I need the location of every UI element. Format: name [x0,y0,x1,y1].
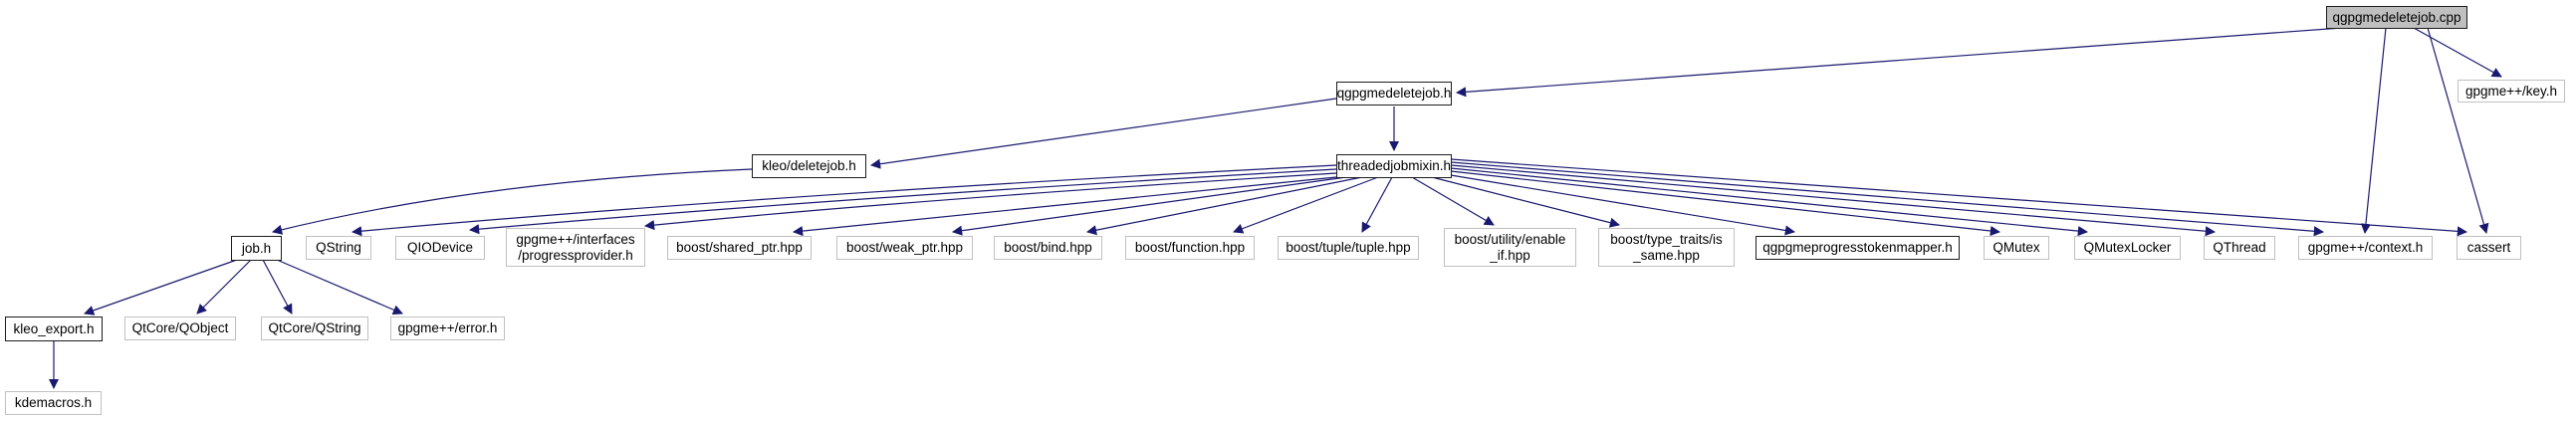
edge-threaded-issame [1431,176,1620,228]
node-gpgme-error-h: gpgme++/error.h [390,317,505,340]
node-qstring: QString [306,236,371,260]
edge-threaded-tokenmapper [1450,174,1796,236]
node-qmutex: QMutex [1984,236,2049,260]
node-qmutexlocker: QMutexLocker [2074,236,2181,260]
node-qgpgmeprogresstokenmapper-h[interactable]: qgpgmeprogresstokenmapper.h [1756,236,1960,260]
node-qtcore-qobject: QtCore/QObject [124,317,236,340]
node-qtcore-qstring: QtCore/QString [261,317,368,340]
edge-threaded-sharedptr [792,176,1337,237]
node-progressprovider-h: gpgme++/interfaces /progressprovider.h [506,228,645,267]
edge-threaded-context [1450,161,2325,237]
edge-job-error [276,259,403,316]
node-qgpgmedeletejob-cpp: qgpgmedeletejob.cpp [2326,6,2467,29]
node-boost-bind: boost/bind.hpp [994,236,1102,260]
edge-threaded-qiodevice [468,168,1337,235]
edge-threaded-function [1233,176,1379,234]
edge-cpp-context [2360,27,2387,235]
node-threadedjobmixin-h[interactable]: threadedjobmixin.h [1336,154,1452,178]
edge-threaded-qmutex [1450,170,2001,237]
edge-cpp-cassert [2427,27,2489,234]
node-qiodevice: QIODevice [395,236,485,260]
edge-threaded-cassert [1450,158,2468,237]
node-gpgme-context-h: gpgme++/context.h [2298,236,2433,260]
edge-cpp-key [2413,27,2502,78]
edge-threaded-bind [1085,176,1363,236]
node-boost-is-same: boost/type_traits/is _same.hpp [1598,228,1735,267]
edge-h-deletejob [869,98,1337,169]
edge-threaded-qstring [351,164,1337,237]
node-qgpgmedeletejob-h[interactable]: qgpgmedeletejob.h [1336,82,1452,106]
edge-threaded-qthread [1450,164,2217,237]
edge-threaded-qmutexlocker [1450,167,2089,237]
edge-deletejob-job [272,168,753,235]
edge-cpp-h [1455,27,2343,98]
node-kdemacros-h: kdemacros.h [5,391,102,415]
node-kleo-export-h[interactable]: kleo_export.h [5,317,103,341]
node-gpgme-key-h: gpgme++/key.h [2458,80,2565,103]
node-boost-weak-ptr: boost/weak_ptr.hpp [836,236,973,260]
node-kleo-deletejob-h[interactable]: kleo/deletejob.h [752,154,866,178]
node-qthread: QThread [2204,236,2275,260]
edge-threaded-progress [643,172,1337,231]
node-job-h[interactable]: job.h [231,236,282,261]
edge-threaded-weakptr [951,176,1347,236]
edge-job-qtcoreqstring [262,259,293,315]
edge-threaded-enableif [1411,176,1495,226]
edge-job-qobject [196,259,252,315]
edge-job-kleoexport [84,259,238,316]
node-boost-enable-if: boost/utility/enable _if.hpp [1444,228,1576,267]
node-boost-tuple: boost/tuple/tuple.hpp [1278,236,1419,260]
node-boost-function: boost/function.hpp [1125,236,1255,260]
edge-threaded-tuple [1361,176,1393,233]
node-boost-shared-ptr: boost/shared_ptr.hpp [667,236,812,260]
node-cassert: cassert [2457,236,2521,260]
